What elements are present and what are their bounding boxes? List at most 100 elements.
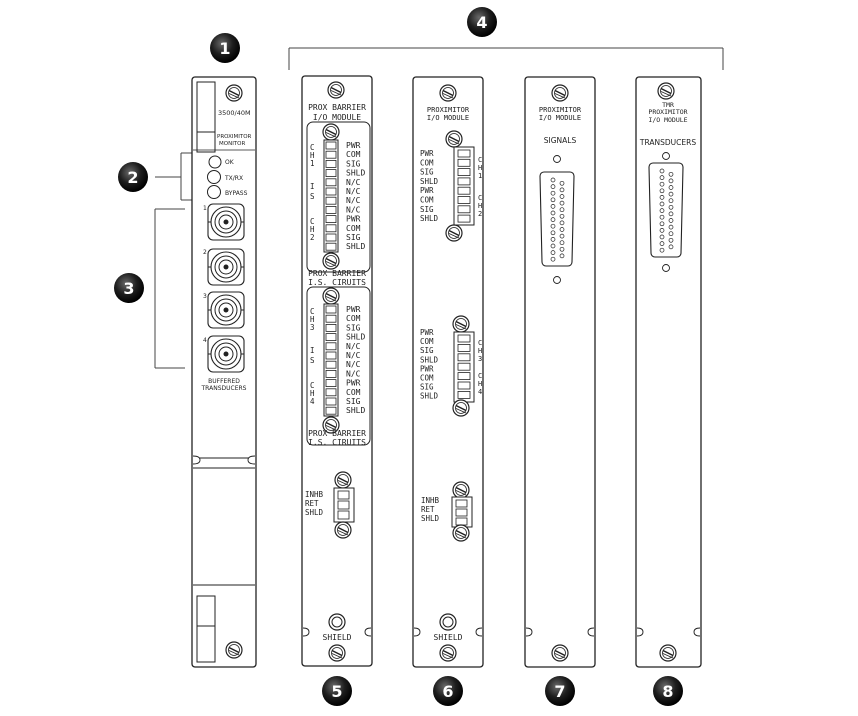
m6-pin-label: COM [420, 196, 434, 205]
m8-title-line1: PROXIMITOR [648, 108, 687, 116]
svg-text:6: 6 [442, 682, 453, 701]
m5-terminal-cell [325, 342, 337, 351]
m6-terminal-cell [457, 158, 471, 167]
m6-terminal-cell [457, 381, 471, 390]
dsub-pin [659, 234, 665, 240]
m5-ch3-letter: C [310, 307, 315, 316]
channel-1-label: 1 [203, 205, 207, 212]
dsub-pin [668, 198, 674, 204]
m6-title-line2: I/O MODULE [427, 114, 469, 122]
m5-pin-label: SIG [346, 323, 361, 332]
m6-pin-label: SIG [420, 168, 434, 177]
dsub-pin [559, 253, 565, 259]
dsub-pin [550, 230, 556, 236]
dsub-pin [659, 181, 665, 187]
m6-terminal-cell [457, 214, 471, 223]
m6-ch3-letter: 3 [478, 355, 482, 363]
m6-title-line1: PROXIMITOR [427, 106, 470, 114]
dsub-pin [550, 256, 556, 262]
m5-terminal-cell [325, 406, 337, 415]
channel-4-label: 4 [203, 337, 207, 344]
dsub-pin [668, 244, 674, 250]
m5-pin-label: SHLD [346, 333, 365, 342]
dsub-pin [559, 194, 565, 199]
m5-terminal-cell [325, 169, 337, 178]
m5-inhibit-pin-3: SHLD [305, 508, 324, 517]
m5-is-letter: I [310, 346, 315, 355]
m6-terminal-cell [457, 372, 471, 381]
m5-pin-label: SIG [346, 397, 361, 406]
dsub-pin [659, 228, 665, 233]
m6-pin-label: SIG [420, 383, 434, 392]
m5-pin-label: N/C [346, 369, 361, 378]
dsub-pin [550, 210, 556, 216]
callout-1: 1 [210, 33, 240, 63]
m8-title-line2: I/O MODULE [648, 116, 687, 124]
m6-pin-label: SHLD [420, 392, 439, 401]
m5-pin-label: PWR [346, 141, 361, 150]
m5-pin-label: N/C [346, 196, 361, 205]
m5-pin-label: SIG [346, 159, 361, 168]
dsub-pin [550, 184, 556, 189]
m5-pin-label: SHLD [346, 169, 365, 178]
dsub-pin [550, 177, 556, 183]
m6-terminal-cell [457, 353, 471, 362]
m6-ch2-letter: C [478, 194, 482, 202]
m5-pin-label: SHLD [346, 242, 365, 251]
m6-pin-label: COM [420, 337, 434, 346]
m6-pin-label: COM [420, 374, 434, 383]
m5-terminal-cell [325, 187, 337, 196]
m7-title-line2: I/O MODULE [539, 114, 581, 122]
m6-ch3-letter: H [478, 347, 482, 355]
m5-is-letter: I [310, 182, 315, 191]
dsub-pin [559, 220, 565, 226]
m5-ch1-letter: 1 [310, 159, 315, 168]
m5-terminal-cell [325, 159, 337, 168]
signals-io-module: PROXIMITOR I/O MODULE SIGNALS [524, 76, 596, 668]
m5-pin-label: N/C [346, 178, 361, 187]
m5-terminal-block-a [306, 121, 371, 273]
bnc-connector-2 [207, 248, 245, 286]
m6-pin-label: COM [420, 158, 434, 167]
svg-text:5: 5 [331, 682, 342, 701]
led-bypass: BYPASS [207, 185, 248, 199]
dsub-pin [550, 237, 556, 242]
m5-terminal-cell [325, 333, 337, 342]
tmr-transducers-io-module: TMR PROXIMITOR I/O MODULE TRANSDUCERS [635, 76, 702, 668]
m6-ch2-letter: 2 [478, 210, 482, 218]
m5-ch3-letter: H [310, 315, 315, 324]
m5-terminal-cell [325, 314, 337, 323]
m5-barrier-a-line2: I.S. CIRUITS [308, 278, 366, 287]
monitor-name-line2: MONITOR [219, 141, 245, 147]
monitor-module: 3500/40M PROXIMITOR MONITOR OK TX/RX BYP… [191, 76, 257, 668]
m5-pin-label: SHLD [346, 406, 365, 415]
m5-ch2-letter: C [310, 217, 315, 226]
led-ok-label: OK [225, 159, 235, 166]
monitor-name-line1: PROXIMITOR [217, 134, 252, 140]
buffered-label-line1: BUFFERED [208, 378, 240, 385]
m6-terminal-cell [457, 177, 471, 186]
m5-pin-label: COM [346, 314, 361, 323]
m5-pin-label: COM [346, 388, 361, 397]
led-txrx-label: TX/RX [224, 175, 243, 182]
dsub-pin [550, 223, 556, 229]
led-ok: OK [208, 155, 235, 169]
dsub-pin [659, 168, 665, 174]
m5-pin-label: COM [346, 224, 361, 233]
m6-terminal-cell [457, 149, 471, 158]
svg-text:2: 2 [127, 168, 138, 187]
m5-pin-label: N/C [346, 351, 361, 360]
dsub-pin [550, 197, 556, 203]
bracket-4 [288, 47, 724, 70]
m5-shield-label: SHIELD [323, 633, 352, 642]
bnc-connector-1 [207, 203, 245, 241]
m5-terminal-cell [325, 196, 337, 205]
m5-terminal-cell [325, 242, 337, 251]
m5-terminal-cell [325, 178, 337, 187]
callout-7: 7 [545, 676, 575, 706]
